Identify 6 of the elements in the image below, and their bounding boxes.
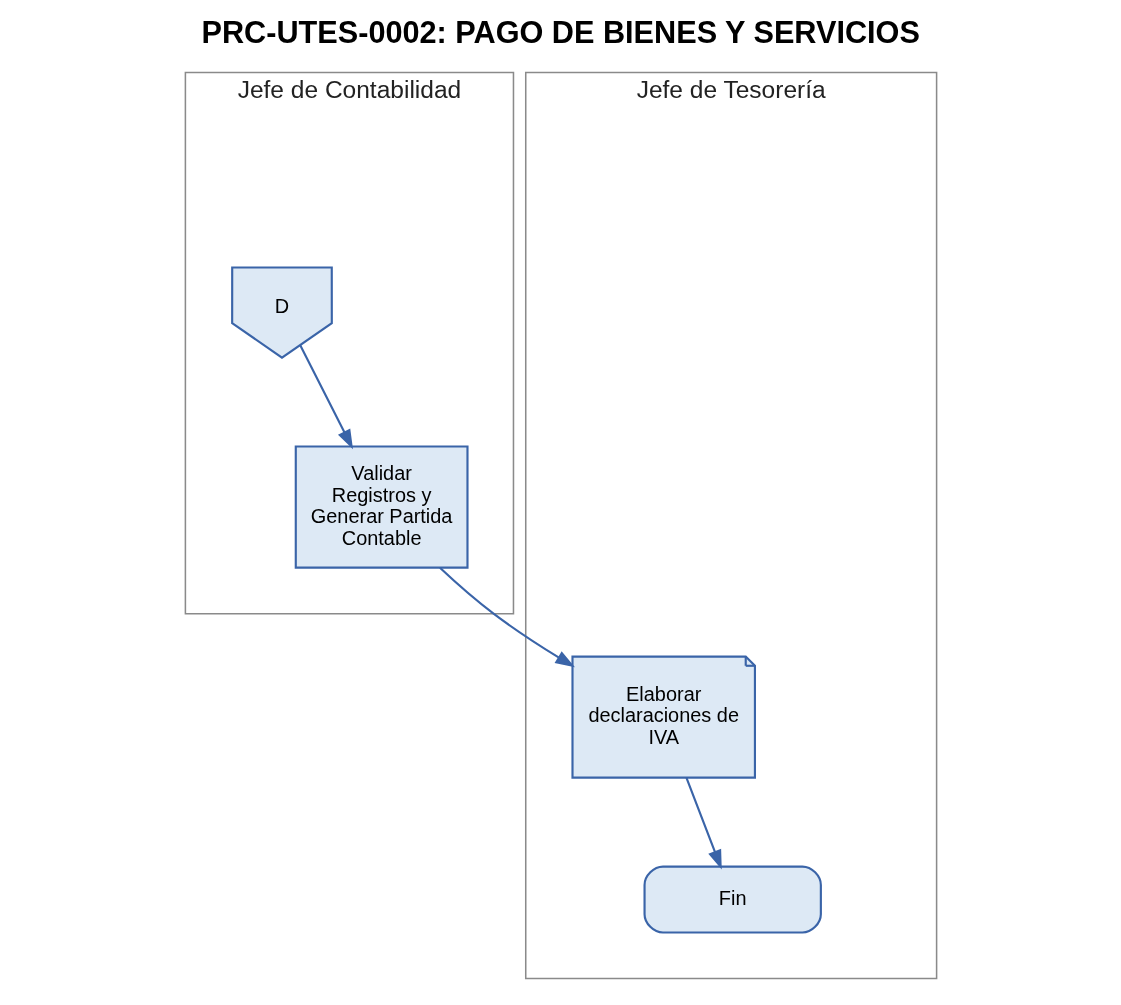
node-box: Validar Registros y Generar Partida Contable (294, 445, 469, 569)
arrow (685, 777, 722, 870)
arrow (438, 567, 575, 668)
node-box: Fin (642, 865, 822, 934)
arrow (298, 344, 353, 450)
diagram-title: PRC-UTES-0002: PAGO DE BIENES Y SERVICIOS (200, 15, 920, 50)
